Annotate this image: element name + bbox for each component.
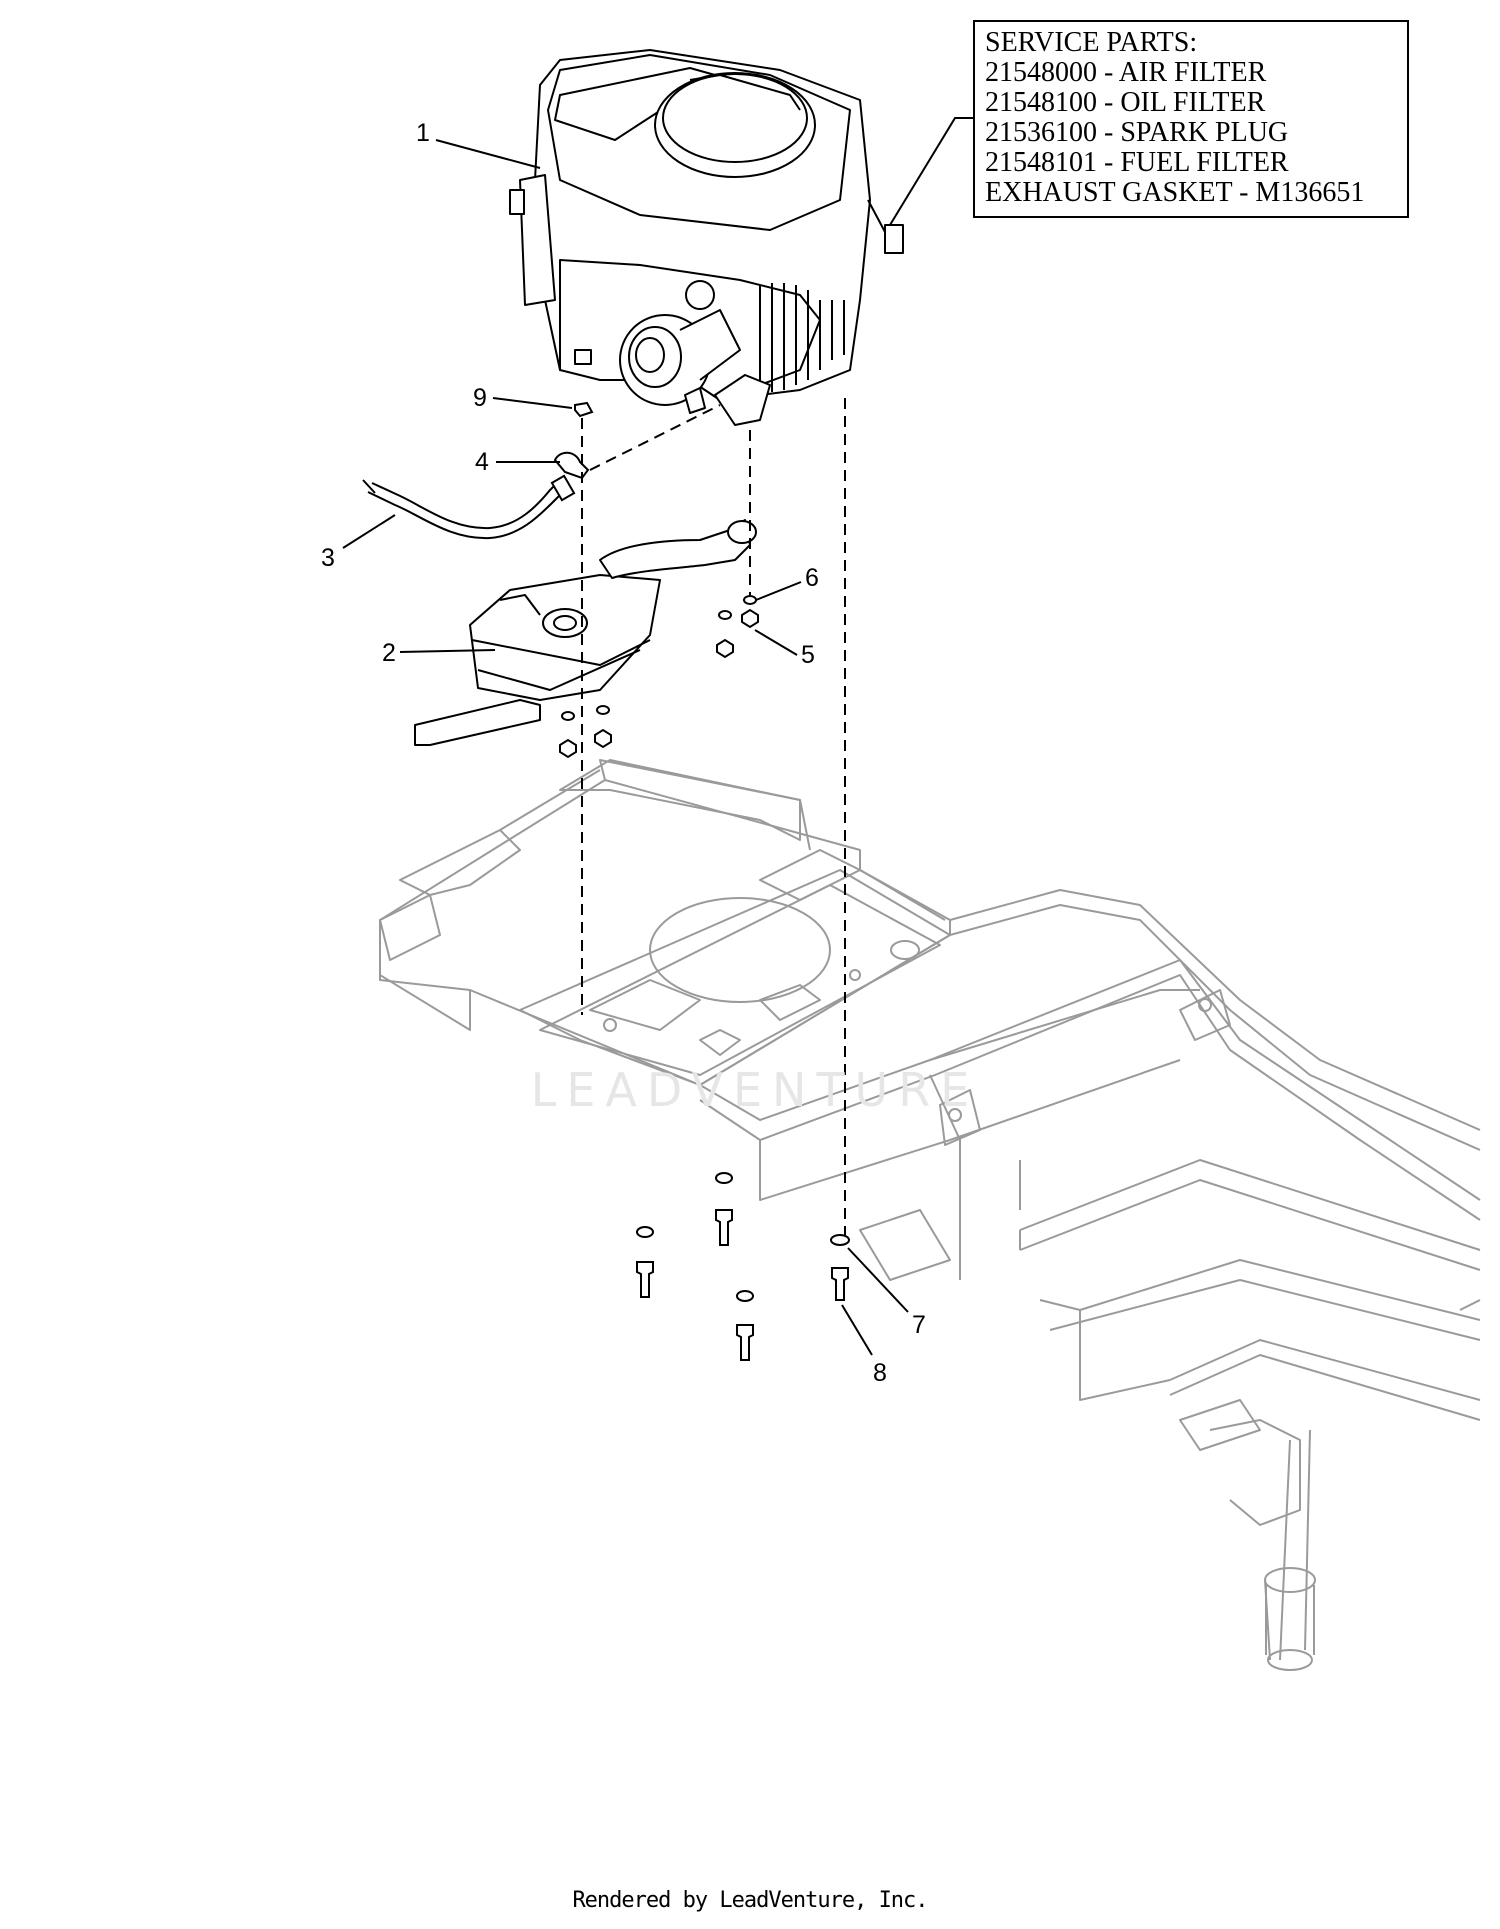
service-parts-box: SERVICE PARTS: 21548000 - AIR FILTER 215… <box>973 20 1409 218</box>
callout-5[interactable]: 5 <box>801 641 815 669</box>
service-leader <box>889 117 973 226</box>
engine-assembly <box>509 49 904 426</box>
service-part-line: 21536100 - SPARK PLUG <box>985 117 1289 148</box>
hardware <box>553 401 850 1361</box>
callout-7[interactable]: 7 <box>912 1311 926 1339</box>
service-part-line: 21548000 - AIR FILTER <box>985 57 1267 88</box>
callout-2[interactable]: 2 <box>382 639 396 667</box>
callout-1[interactable]: 1 <box>416 119 430 147</box>
callout-leaders <box>342 139 909 1356</box>
breather-hose <box>362 474 576 540</box>
service-parts-title: SERVICE PARTS: <box>985 27 1198 58</box>
service-part-line: 21548101 - FUEL FILTER <box>985 147 1289 178</box>
service-part-line: EXHAUST GASKET - M136651 <box>985 177 1365 208</box>
muffler <box>414 519 757 746</box>
callout-4[interactable]: 4 <box>475 448 489 476</box>
watermark-text: LEADVENTURE <box>530 1063 980 1117</box>
callout-3[interactable]: 3 <box>321 544 335 572</box>
footer-credit: Rendered by LeadVenture, Inc. <box>572 1888 928 1913</box>
callout-6[interactable]: 6 <box>805 564 819 592</box>
callout-9[interactable]: 9 <box>473 384 487 412</box>
chassis-frame <box>379 759 1481 1671</box>
service-part-line: 21548100 - OIL FILTER <box>985 87 1266 118</box>
callout-8[interactable]: 8 <box>873 1359 887 1387</box>
assembly-lines <box>581 398 846 1235</box>
